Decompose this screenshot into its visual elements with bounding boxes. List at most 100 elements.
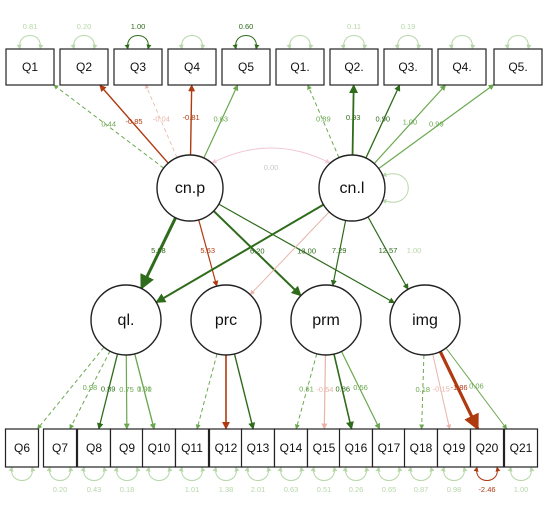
indicator-box-Q3.: [383, 48, 433, 86]
variance-loop-Q3.: [394, 35, 422, 50]
loadings-label-cnl-t6: 0.89: [316, 114, 331, 123]
indicator-Q6: Q6: [4, 428, 40, 468]
loadings-edge-cnl-t9: [373, 84, 447, 164]
loadings-label-cnl-t7: 0.93: [346, 113, 361, 122]
loadings-edge-img-b15: [438, 350, 480, 431]
variance-loop-Q13-label: 2.01: [251, 485, 266, 494]
variance-loop-Q15-label: 0.51: [317, 485, 332, 494]
structural-label-cnp-ql: 5.68: [151, 246, 166, 255]
indicator-Q3.: Q3.: [383, 48, 433, 86]
indicator-label-Q8: Q8: [86, 441, 102, 455]
structural-edge-cnl-prc: [249, 211, 330, 296]
indicator-box-Q7: [42, 428, 78, 468]
variance-loop-Q21: [507, 466, 535, 481]
loadings-edge-cnl-t8: [365, 84, 401, 159]
loadings-label-cnp-t5: 0.63: [213, 115, 228, 124]
loadings-edge-cnp-t5: [203, 84, 239, 159]
loadings-label-cnl-t9: 1.00: [403, 117, 418, 126]
indicator-box-Q21: [503, 428, 539, 468]
indicator-label-Q17: Q17: [378, 441, 401, 455]
variance-loop-Q16: [342, 466, 370, 481]
variance-loop-Q7-label: 0.20: [53, 485, 68, 494]
variance-loop-Q10: [145, 466, 173, 481]
loadings-edge-ql-b3: [97, 353, 119, 430]
variance-loop-Q15: [310, 466, 338, 481]
indicator-box-Q6: [4, 428, 40, 468]
structural-edge-cnl-prm: [330, 220, 347, 287]
latent-circle-prm: [290, 284, 362, 356]
loadings-edge-img-b16: [445, 347, 508, 430]
loadings-edge-ql-b1: [37, 346, 105, 430]
indicator-label-Q3: Q3: [130, 60, 146, 74]
indicator-Q3: Q3: [113, 48, 163, 86]
indicator-Q19: Q19: [436, 428, 472, 468]
variance-loop-Q12: [212, 466, 240, 481]
variance-loop-Q11-label: 1.01: [185, 485, 200, 494]
latent-prm: prm: [290, 284, 362, 356]
indicator-label-Q2.: Q2.: [344, 60, 363, 74]
indicator-box-Q16: [338, 428, 374, 468]
indicator-Q8: Q8: [76, 428, 112, 468]
indicator-Q11: Q11: [174, 428, 210, 468]
variance-loop-Q9-label: 0.18: [120, 485, 135, 494]
loadings-label-cnp-t3: -0.04: [153, 114, 170, 123]
variance-loop-Q2: [70, 35, 98, 50]
structural-edge-cnp-img: [218, 203, 396, 304]
variance-loop-Q2.-label: 0.11: [347, 22, 361, 31]
variance-loop-Q5-label: 0.60: [239, 22, 254, 31]
loadings-label-ql-b2: 0.98: [83, 383, 98, 392]
indicator-label-Q13: Q13: [247, 441, 270, 455]
loadings-edge-prm-b9: [294, 353, 318, 430]
loadings-edge-ql-b4: [123, 354, 130, 430]
indicator-Q2: Q2: [59, 48, 109, 86]
variance-loop-Q17-label: 0.65: [382, 485, 397, 494]
loadings-label-cnl-t8: 0.90: [375, 115, 390, 124]
loadings-edge-img-b14: [432, 354, 452, 430]
indicator-box-Q1.: [275, 48, 325, 86]
latent-label-prm: prm: [312, 312, 340, 329]
self-variance-loop-cnl: [381, 172, 409, 204]
variance-loop-Q14-label: 0.63: [284, 485, 299, 494]
indicator-box-Q10: [141, 428, 177, 468]
latent-prc: prc: [190, 284, 262, 356]
indicator-Q16: Q16: [338, 428, 374, 468]
loadings-label-ql-b5b: 1.01: [137, 384, 152, 393]
variance-loop-Q6: [8, 466, 36, 481]
variance-loop-Q18-label: 0.87: [414, 485, 429, 494]
loadings-label-prm-b9: 0.61: [299, 384, 314, 393]
indicator-box-Q14: [273, 428, 309, 468]
structural-edge-cnl-img: [367, 216, 409, 290]
indicator-label-Q2: Q2: [76, 60, 92, 74]
indicator-Q1.: Q1.: [275, 48, 325, 86]
loadings-edge-ql-b5b: [134, 353, 156, 430]
loadings-edge-prc-b8: [233, 353, 256, 430]
indicator-Q21: Q21: [503, 428, 539, 468]
latent-covariance-label: 0.00: [264, 163, 279, 172]
indicator-Q12: Q12: [208, 428, 244, 468]
indicator-Q14: Q14: [273, 428, 309, 468]
indicator-label-Q5: Q5: [238, 60, 254, 74]
indicator-label-Q6: Q6: [14, 441, 30, 455]
loadings-label-prm-b12: 0.56: [353, 383, 368, 392]
indicator-box-Q19: [436, 428, 472, 468]
variance-loop-Q18: [407, 466, 435, 481]
loadings-edge-cnp-t4: [188, 84, 196, 156]
variance-loop-Q3: [124, 35, 152, 50]
variance-loop-Q17: [375, 466, 403, 481]
indicator-label-Q19: Q19: [443, 441, 466, 455]
indicator-box-Q2: [59, 48, 109, 86]
loadings-label-cnp-t4: -0.81: [183, 113, 200, 122]
latent-label-ql: ql.: [118, 312, 135, 329]
loadings-label-ql-b3: 0.89: [101, 384, 116, 393]
indicator-label-Q21: Q21: [510, 441, 533, 455]
loadings-edge-prm-b10: [321, 354, 328, 430]
latent-circle-img: [389, 284, 461, 356]
structural-edge-cnp-prc: [198, 219, 219, 287]
variance-loop-Q21-label: 1.00: [514, 485, 529, 494]
variance-loop-Q1: [16, 35, 44, 50]
variance-loop-Q1.: [286, 35, 314, 50]
structural-edge-cnp-ql: [139, 217, 177, 290]
variance-loop-Q2.: [340, 35, 368, 50]
indicator-Q17: Q17: [371, 428, 407, 468]
